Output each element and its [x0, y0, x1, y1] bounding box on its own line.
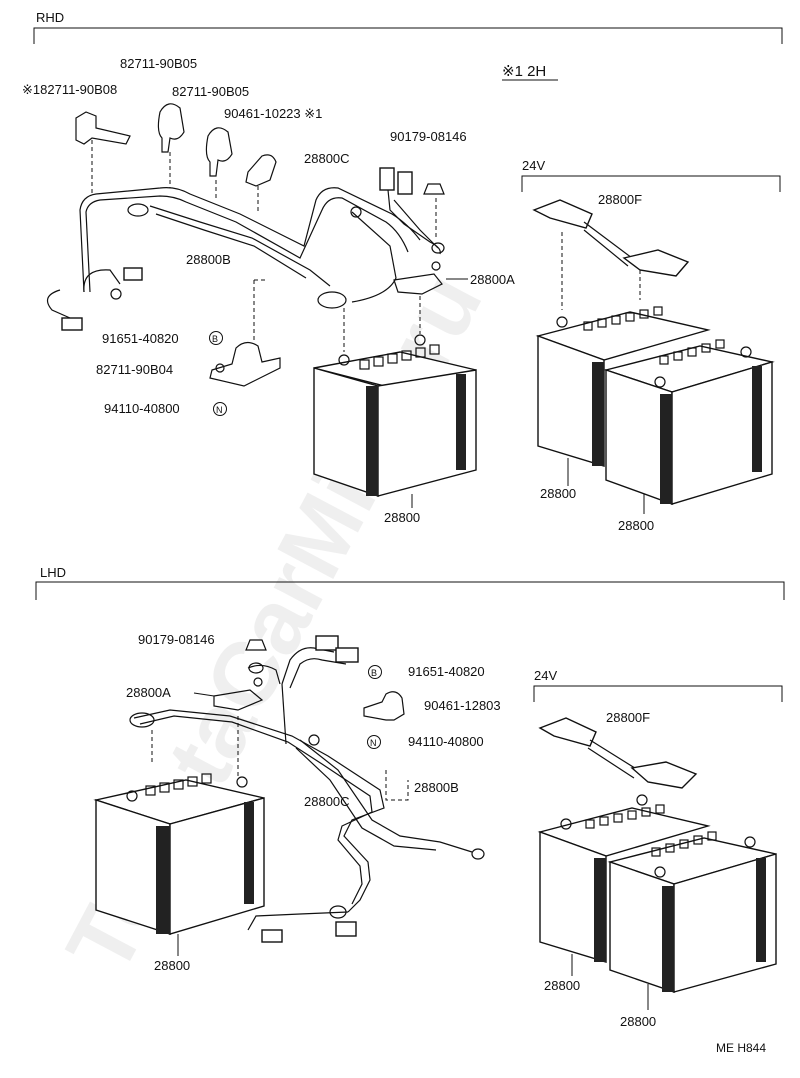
note-label: ※1 2H — [502, 63, 546, 80]
battery-icon-lhd-24v-a — [537, 794, 711, 963]
part-label: 28800 — [540, 486, 576, 501]
cable-icon-rhd-28800f — [532, 199, 690, 277]
part-label: 28800B — [414, 780, 459, 795]
clamp-icon-rhd-3 — [205, 127, 233, 177]
battery-icon-rhd-main — [313, 334, 477, 497]
part-label: 91651-40820 — [102, 331, 179, 346]
part-label: 94110-40800 — [408, 734, 484, 749]
circle-mark-b-label: B — [212, 334, 218, 344]
circle-mark-n — [213, 402, 227, 416]
part-label: 90461-10223 ※1 — [224, 106, 322, 121]
battery-icon-lhd-main — [93, 773, 265, 935]
section-label-rhd: RHD — [36, 10, 64, 25]
section-bracket-24v-bottom — [533, 685, 783, 702]
part-label: 28800 — [154, 958, 190, 973]
battery-icon-rhd-24v-b — [603, 339, 775, 505]
part-label: 28800 — [618, 518, 654, 533]
section-bracket-lhd — [35, 581, 785, 600]
part-label: 28800 — [620, 1014, 656, 1029]
connector-icon-lhd — [245, 635, 359, 663]
terminal-icon-rhd-28800a — [393, 261, 443, 295]
section-label-24v-top: 24V — [522, 158, 545, 173]
diagram-code: ME H844 — [716, 1041, 766, 1055]
part-label: 82711-90B04 — [96, 362, 173, 377]
part-label: 28800C — [304, 151, 350, 166]
clamp-icon-rhd-1 — [75, 111, 131, 145]
part-label: 82711-90B05 — [120, 56, 197, 71]
circle-mark-b-label: B — [371, 668, 377, 678]
terminal-icon-lhd-28800a — [213, 677, 264, 711]
part-label: 91651-40820 — [408, 664, 485, 679]
battery-icon-rhd-24v-a — [535, 306, 711, 467]
section-label-lhd: LHD — [40, 565, 66, 580]
part-label: 94110-40800 — [104, 401, 180, 416]
part-label: 90179-08146 — [138, 632, 215, 647]
connector-icon-rhd — [379, 167, 445, 255]
part-label: 82711-90B05 — [172, 84, 249, 99]
bracket-icon-rhd — [209, 341, 281, 387]
clamp-icon-lhd — [363, 691, 405, 721]
part-label: 90461-12803 — [424, 698, 501, 713]
part-label: 28800C — [304, 794, 350, 809]
part-label: 28800B — [186, 252, 231, 267]
part-label: 28800F — [598, 192, 642, 207]
circle-mark-n-label: N — [370, 738, 377, 748]
clamp-icon-rhd-2 — [157, 103, 185, 153]
clamp-icon-rhd-4 — [245, 154, 277, 187]
circle-mark-b — [209, 331, 223, 345]
leader-dash — [385, 770, 409, 801]
circle-mark-n — [367, 735, 381, 749]
part-label: 28800A — [470, 272, 515, 287]
part-label: ※182711-90B08 — [22, 82, 117, 97]
section-bracket-24v-top — [521, 175, 781, 192]
part-label: 28800A — [126, 685, 171, 700]
part-label: 28800F — [606, 710, 650, 725]
cable-icon-lhd-28800f — [538, 717, 698, 789]
part-label: 90179-08146 — [390, 129, 467, 144]
section-bracket-rhd — [33, 27, 783, 44]
battery-icon-lhd-24v-b — [607, 831, 777, 993]
leader-dash — [253, 279, 266, 340]
circle-mark-n-label: N — [216, 405, 223, 415]
part-label: 28800 — [544, 978, 580, 993]
wire-harness-lhd — [129, 647, 485, 943]
part-label: 28800 — [384, 510, 420, 525]
wire-harness-rhd — [46, 187, 439, 331]
leader-line — [193, 692, 215, 697]
section-label-24v-bottom: 24V — [534, 668, 557, 683]
circle-mark-b — [368, 665, 382, 679]
